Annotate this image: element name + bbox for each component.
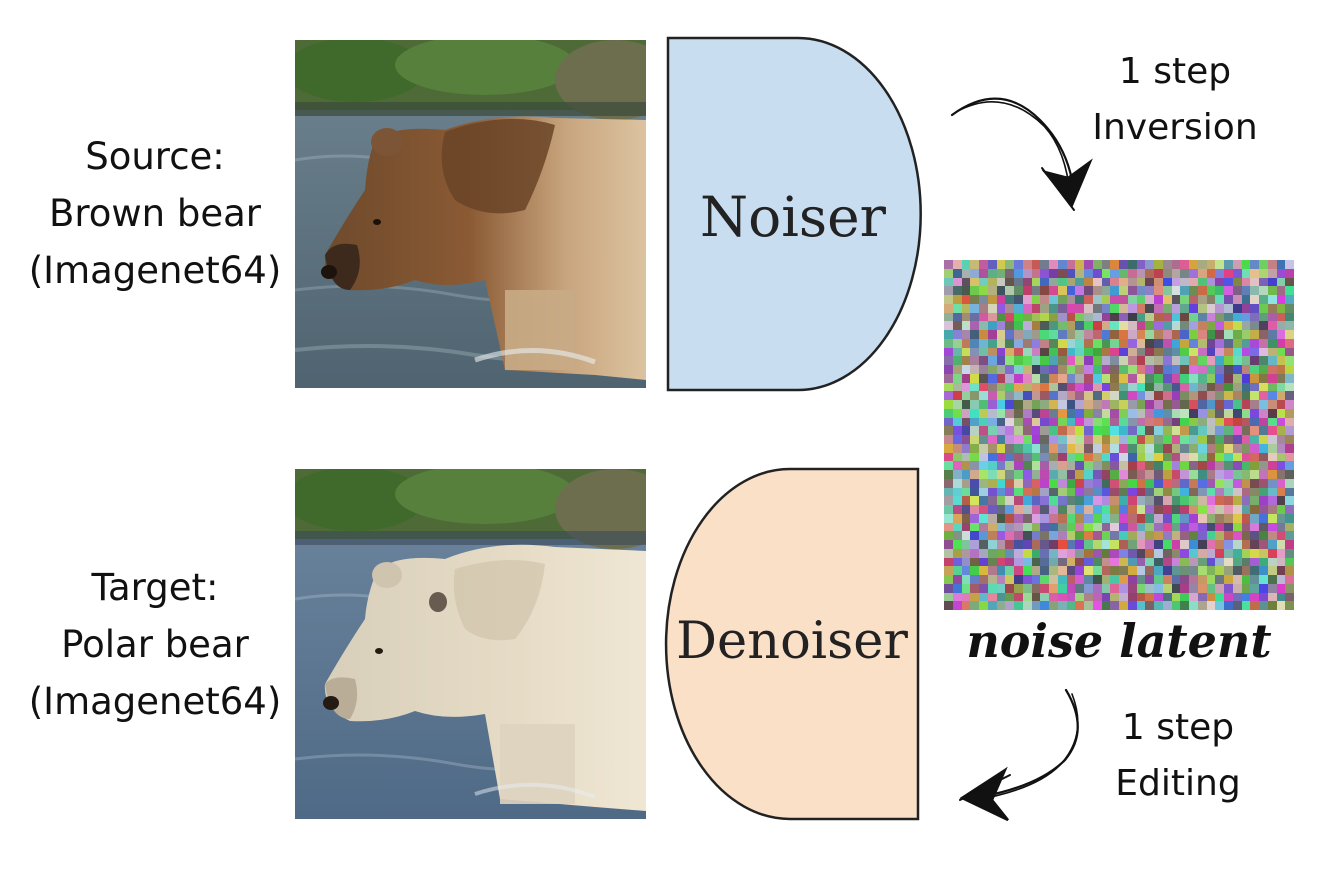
editing-label-line1: 1 step: [1121, 707, 1235, 748]
denoiser-block: [664, 467, 920, 821]
editing-label: 1 step Editing: [1090, 700, 1266, 812]
inversion-label-line2: Inversion: [1092, 107, 1258, 148]
target-label-line3: (Imagenet64): [28, 680, 282, 723]
source-label-line3: (Imagenet64): [28, 249, 282, 292]
source-image-brown-bear: [295, 40, 646, 388]
noise-latent-image: [944, 260, 1294, 610]
target-label: Target: Polar bear (Imagenet64): [20, 559, 290, 730]
inversion-label: 1 step Inversion: [1080, 44, 1270, 156]
editing-arrow: [959, 688, 1079, 822]
editing-label-line2: Editing: [1115, 763, 1241, 804]
source-label: Source: Brown bear (Imagenet64): [20, 128, 290, 299]
denoiser-label: Denoiser: [676, 612, 908, 671]
source-label-line1: Source:: [85, 135, 225, 178]
inversion-arrow: [950, 97, 1093, 211]
noiser-block: [666, 36, 922, 392]
target-image-polar-bear: [295, 469, 646, 819]
target-label-line1: Target:: [91, 566, 219, 609]
noise-latent-caption: noise latent: [966, 614, 1272, 668]
target-label-line2: Polar bear: [61, 623, 249, 666]
inversion-label-line1: 1 step: [1118, 51, 1232, 92]
source-label-line2: Brown bear: [48, 192, 262, 235]
noiser-label: Noiser: [700, 185, 886, 249]
